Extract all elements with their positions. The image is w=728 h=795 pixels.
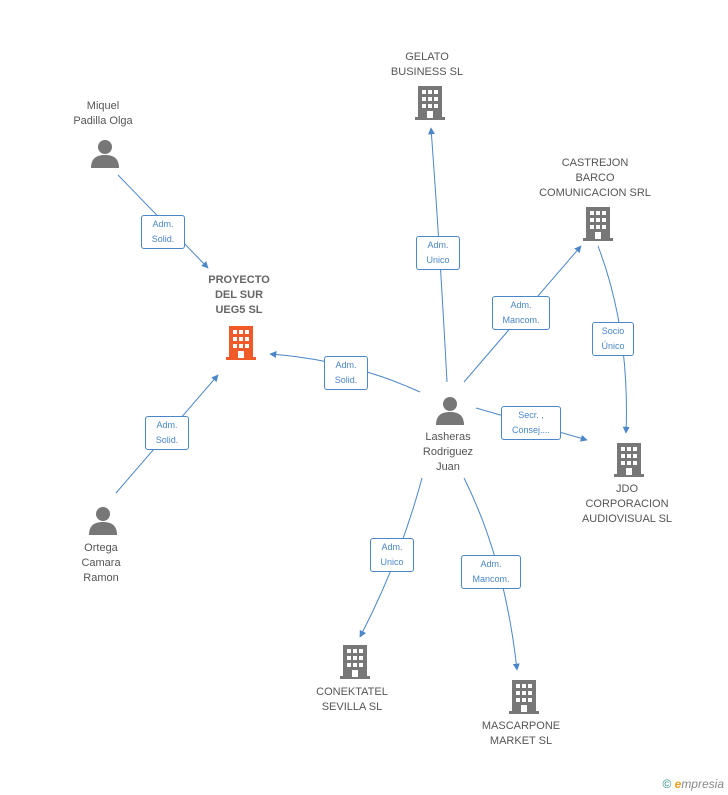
building-icon[interactable] — [414, 86, 446, 120]
person-icon[interactable] — [435, 395, 465, 425]
edge-label-lasheras-jdo: Secr. , Consej.... — [501, 406, 561, 440]
node-label-conektatel: CONEKTATEL SEVILLA SL — [316, 686, 388, 713]
node-label-proyecto: PROYECTO DEL SUR UEG5 SL — [208, 274, 270, 316]
edge-label-ortega-proyecto: Adm. Solid. — [145, 416, 189, 450]
node-label-jdo: JDO CORPORACION AUDIOVISUAL SL — [581, 483, 673, 525]
building-icon[interactable] — [582, 207, 614, 241]
person-icon[interactable] — [90, 138, 120, 168]
node-label-gelato: GELATO BUSINESS SL — [390, 51, 464, 78]
building-icon[interactable] — [225, 326, 257, 360]
node-label-ortega: Ortega Camara Ramon — [81, 542, 121, 584]
brand-logo-initial: e — [674, 777, 682, 791]
node-label-lasheras: Lasheras Rodriguez Juan — [422, 431, 474, 473]
edge-label-lasheras-castrejon: Adm. Mancom. — [492, 296, 550, 330]
edge-label-lasheras-gelato: Adm. Unico — [416, 236, 460, 270]
copyright-symbol: © — [662, 777, 672, 791]
person-icon[interactable] — [88, 505, 118, 535]
building-icon[interactable] — [613, 443, 645, 477]
node-label-mascarpone: MASCARPONE MARKET SL — [481, 720, 561, 747]
edge-label-miquel-proyecto: Adm. Solid. — [141, 215, 185, 249]
building-icon[interactable] — [508, 680, 540, 714]
edge-label-castrejon-jdo: Socio Único — [592, 322, 634, 356]
edge-label-lasheras-proyecto: Adm. Solid. — [324, 356, 368, 390]
footer-brand: © empresia — [662, 777, 724, 791]
node-label-castrejon: CASTREJON BARCO COMUNICACION SRL — [539, 157, 651, 199]
edge-label-lasheras-mascarpone: Adm. Mancom. — [461, 555, 521, 589]
edge-label-lasheras-conektatel: Adm. Unico — [370, 538, 414, 572]
node-label-miquel: Miquel Padilla Olga — [73, 100, 133, 127]
building-icon[interactable] — [339, 645, 371, 679]
brand-logo-text: mpresia — [681, 777, 724, 791]
